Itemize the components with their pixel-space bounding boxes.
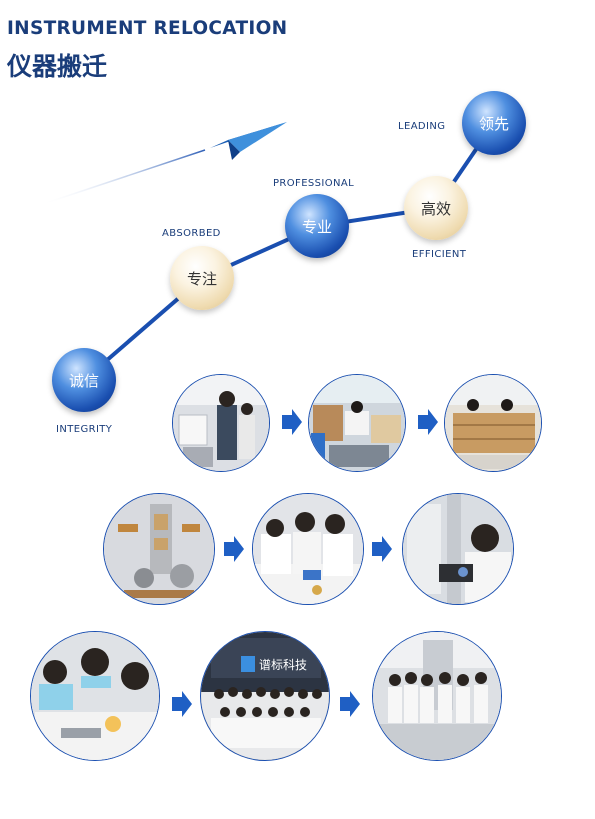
stage-ball-integrity: 诚信 <box>52 348 116 412</box>
stage-label-en: ABSORBED <box>162 228 221 239</box>
arrow-right-icon <box>418 409 438 435</box>
stage-label-en: PROFESSIONAL <box>273 178 355 189</box>
arrow-right-icon <box>172 691 192 717</box>
photo-engineer-install <box>402 493 514 605</box>
stage-label-en: EFFICIENT <box>412 249 467 260</box>
plane-trail <box>39 149 206 206</box>
photo-team-group: 谱标科技 <box>200 631 330 761</box>
stage-label-cn: 专业 <box>301 217 332 236</box>
photo-packing-2 <box>308 374 406 472</box>
stage-label-cn: 领先 <box>478 114 509 133</box>
stage-ball-professional: 专业 <box>285 194 349 258</box>
stage-ball-leading: 领先 <box>462 91 526 155</box>
photo-instrument-parts <box>103 493 215 605</box>
stage-label-en: INTEGRITY <box>56 424 113 435</box>
photo-packing-1 <box>172 374 270 472</box>
stage-label-cn: 诚信 <box>68 371 99 390</box>
photo-team-lab <box>372 631 502 761</box>
stage-label-en: LEADING <box>398 121 446 132</box>
stage-label-cn: 专注 <box>186 269 217 288</box>
arrow-right-icon <box>372 536 392 562</box>
paper-plane-icon <box>210 122 287 160</box>
arrow-right-icon <box>224 536 244 562</box>
photo-engineers-testing <box>30 631 160 761</box>
stage-ball-absorbed: 专注 <box>170 246 234 310</box>
stage-ball-efficient: 高效 <box>404 176 468 240</box>
arrow-right-icon <box>282 409 302 435</box>
stage-label-cn: 高效 <box>420 199 451 218</box>
arrow-right-icon <box>340 691 360 717</box>
page-title-en: INSTRUMENT RELOCATION <box>7 18 288 39</box>
photo-engineers-assembly <box>252 493 364 605</box>
photo-packing-3 <box>444 374 542 472</box>
company-banner: 谱标科技 <box>259 658 307 672</box>
page-title-cn: 仪器搬迁 <box>7 52 108 81</box>
